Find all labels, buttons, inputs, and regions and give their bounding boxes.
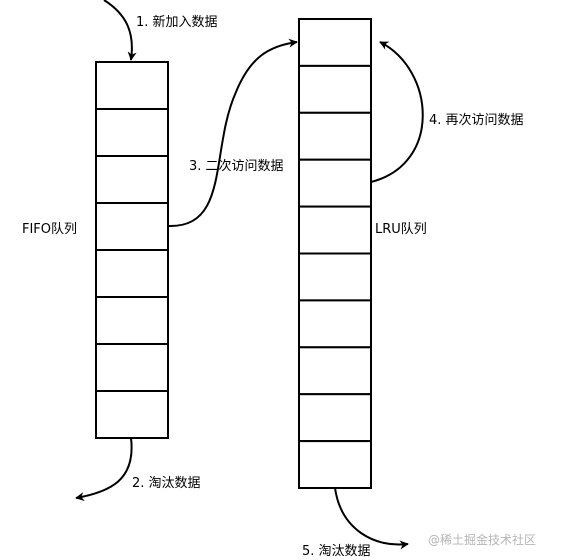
fifo-queue-cell (95, 108, 169, 157)
new-data-arrow (103, 0, 137, 61)
lru-queue-cell (298, 18, 372, 67)
lru-queue-cell (298, 393, 372, 443)
fifo-queue-cell (95, 202, 169, 251)
step-5-evict-label: 5. 淘汰数据 (302, 544, 371, 559)
step-3-second-access-label: 3. 二次访问数据 (189, 159, 284, 174)
lru-queue-cell (298, 205, 372, 255)
fifo-queue-cell (95, 390, 169, 439)
fifo-queue-cell (95, 343, 169, 392)
step-1-new-data-label: 1. 新加入数据 (136, 15, 218, 30)
lru-queue-cell (298, 64, 372, 114)
fifo-queue-cell (95, 249, 169, 298)
fifo-evict-arrow (75, 437, 133, 502)
lru-queue-cell (298, 158, 372, 208)
lru-queue-cell (298, 299, 372, 349)
access-again-arrow (370, 41, 424, 183)
fifo-queue (95, 61, 169, 439)
lru-queue-cell (298, 440, 372, 490)
step-4-access-again-label: 4. 再次访问数据 (429, 113, 524, 128)
lru-queue (298, 18, 372, 490)
fifo-queue-cell (95, 155, 169, 204)
lru-queue-cell (298, 252, 372, 302)
watermark: @稀土掘金技术社区 (428, 533, 537, 547)
lru-queue-label: LRU队列 (375, 222, 427, 237)
lru-queue-cell (298, 346, 372, 396)
lru-evict-arrow (334, 487, 409, 550)
lru-queue-cell (298, 111, 372, 161)
fifo-queue-cell (95, 296, 169, 345)
step-2-evict-label: 2. 淘汰数据 (132, 476, 201, 491)
fifo-queue-label: FIFO队列 (22, 222, 78, 237)
second-access-arrow (167, 38, 298, 228)
fifo-queue-cell (95, 61, 169, 110)
